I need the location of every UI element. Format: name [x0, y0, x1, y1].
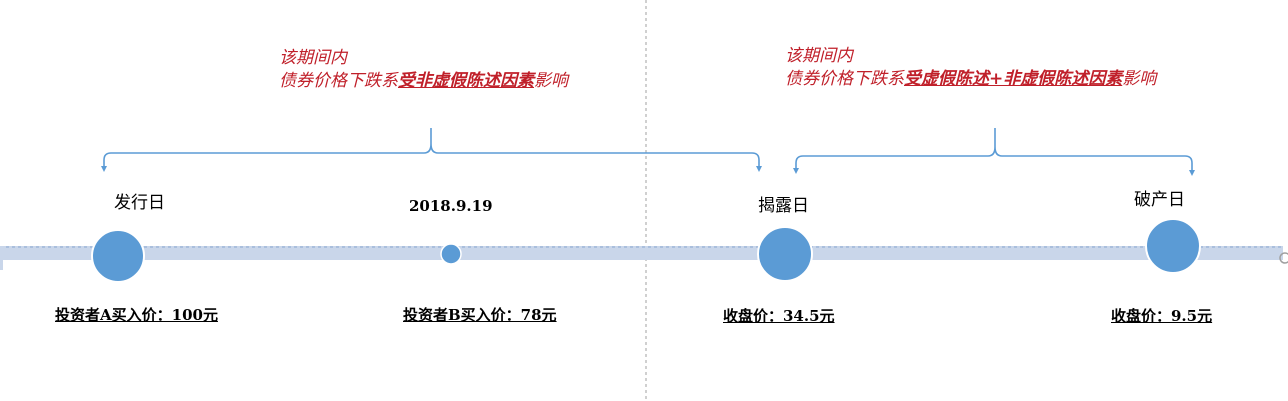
note-right-line2: 债券价格下跌系受虚假陈述+非虚假陈述因素影响 — [785, 68, 1156, 91]
timeline-start-cap — [0, 246, 3, 270]
marker-disclosure-date — [757, 226, 813, 282]
note-left-emphasis: 受非虚假陈述因素 — [398, 71, 534, 91]
bracket-right-period — [795, 128, 1193, 170]
price-label-bankruptcy-close: 收盘价：9.5元 — [1111, 307, 1213, 325]
note-left-period: 该期间内 债券价格下跌系受非虚假陈述因素影响 — [279, 47, 568, 93]
price-label-disclosure-close: 收盘价：34.5元 — [723, 307, 835, 325]
note-left-suffix: 影响 — [534, 71, 568, 91]
event-label-issue-date: 发行日 — [114, 193, 165, 213]
note-right-period: 该期间内 债券价格下跌系受虚假陈述+非虚假陈述因素影响 — [785, 45, 1156, 91]
event-label-disclosure-date: 揭露日 — [758, 196, 809, 216]
timeline-track — [0, 246, 1283, 260]
note-left-line2: 债券价格下跌系受非虚假陈述因素影响 — [279, 70, 568, 93]
bracket-right-arrow-end — [1189, 170, 1195, 176]
price-label-investor-b: 投资者B买入价：78元 — [403, 306, 557, 324]
bracket-left-arrow-start — [101, 166, 107, 172]
note-right-suffix: 影响 — [1122, 69, 1157, 89]
note-right-prefix: 债券价格下跌系 — [785, 69, 904, 89]
event-label-2018-9-19: 2018.9.19 — [409, 197, 493, 215]
price-label-investor-a: 投资者A买入价：100元 — [55, 306, 218, 324]
bracket-left-period — [103, 128, 760, 166]
note-left-line1: 该期间内 — [279, 48, 347, 68]
bracket-right-arrow-start — [793, 168, 799, 174]
timeline-end-cap — [1279, 252, 1288, 264]
marker-2018-9-19 — [440, 243, 462, 265]
note-right-emphasis: 受虚假陈述+非虚假陈述因素 — [904, 69, 1123, 89]
note-left-prefix: 债券价格下跌系 — [279, 71, 398, 91]
note-right-line1: 该期间内 — [785, 46, 853, 66]
bracket-left-arrow-end — [756, 166, 762, 172]
marker-bankruptcy-date — [1145, 218, 1201, 274]
event-label-bankruptcy-date: 破产日 — [1134, 190, 1185, 210]
marker-issue-date — [91, 229, 145, 283]
